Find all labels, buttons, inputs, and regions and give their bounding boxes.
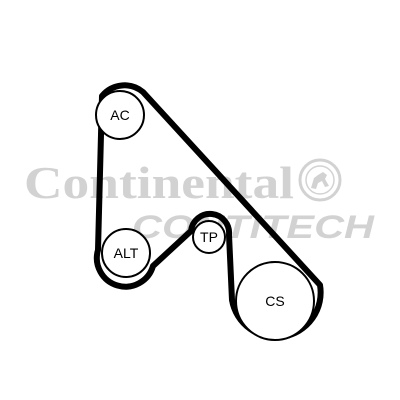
brand-watermark: Continental CONTITECH [24,157,375,245]
pulley-alt: ALT [101,228,151,278]
watermark-brand-text: Continental [24,157,294,208]
pulley-cs-label: CS [265,293,284,309]
pulley-tp-label: TP [200,229,218,245]
pulley-alt-label: ALT [114,245,139,261]
pulley-cs: CS [235,261,315,341]
belt [93,82,324,341]
horse-seal-icon [298,158,342,202]
pulley-tp: TP [192,220,226,254]
pulley-ac: AC [95,90,145,140]
pulley-ac-label: AC [110,107,129,123]
belt-path [93,82,324,341]
